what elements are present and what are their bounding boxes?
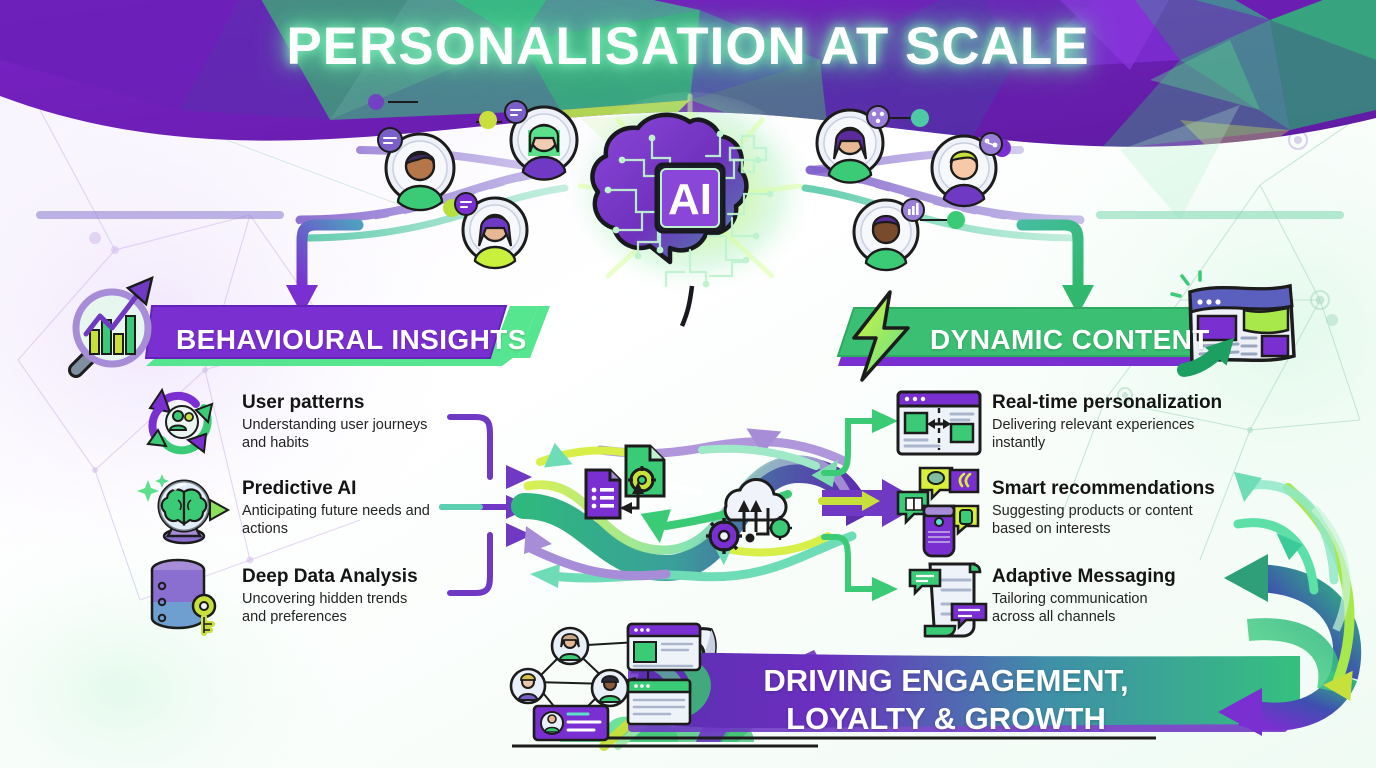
feature-title: Real-time personalization [992,392,1223,413]
arrow-to-dynamic [1016,219,1094,315]
webpage-icon [1170,270,1296,377]
banner-bottom-line2: LOYALTY & GROWTH [786,701,1106,736]
feedback-loop-arrows [1218,472,1362,736]
browser-layout-icon [896,390,982,456]
crystal-ball-brain-icon [137,474,231,545]
feature-deep-data-analysis: Deep Data Analysis Uncovering hidden tre… [242,566,432,626]
feature-subtitle: Delivering relevant experiences instantl… [992,417,1195,451]
feature-title: Predictive AI [242,478,357,499]
feature-title: Adaptive Messaging [992,566,1176,587]
feature-user-patterns: User patterns Understanding user journey… [242,392,454,452]
page-title: PERSONALISATION AT SCALE [286,17,1090,76]
ai-brain-circuit-icon: AI [562,92,818,327]
avatar-3 [454,192,529,270]
magnifier-chart-icon [68,275,154,378]
feature-subtitle: Anticipating future needs and actions [242,503,430,537]
database-key-icon [150,558,217,636]
avatar-5 [930,132,1003,208]
smart-speaker-chat-icon [896,466,980,558]
feature-smart-recommendations: Smart recommendations Suggesting product… [992,478,1222,538]
avatar-6 [852,198,925,272]
banner-behavioural-label: BEHAVIOURAL INSIGHTS [176,324,527,355]
feature-title: User patterns [242,392,365,413]
avatar-2 [504,100,579,181]
feature-title: Deep Data Analysis [242,566,418,587]
banner-driving-engagement [600,652,1300,740]
feature-adaptive-messaging: Adaptive Messaging Tailoring communicati… [992,566,1176,626]
banner-bottom-label: DRIVING ENGAGEMENT, LOYALTY & GROWTH [666,662,1226,738]
document-chat-icon [908,562,988,638]
document-gear-icon [584,444,666,520]
banner-dynamic-label: DYNAMIC CONTENT [930,324,1210,355]
lightning-bolt-icon [852,290,910,382]
ai-chip-label: AI [668,175,712,224]
feature-subtitle: Tailoring communication across all chann… [992,591,1148,625]
cycle-users-icon [146,387,214,455]
arrow-to-behavioural [286,219,364,315]
banner-bottom-line1: DRIVING ENGAGEMENT, [763,663,1129,698]
feature-subtitle: Uncovering hidden trends and preferences [242,591,408,625]
user-network-icon [509,622,702,742]
feature-subtitle: Suggesting products or content based on … [992,503,1193,537]
feature-subtitle: Understanding user journeys and habits [242,417,428,451]
cloud-gear-icon [706,478,792,554]
avatar-1 [377,127,456,212]
feature-title: Smart recommendations [992,478,1215,499]
feature-predictive-ai: Predictive AI Anticipating future needs … [242,478,432,538]
avatar-4 [815,105,890,184]
feature-real-time-personalization: Real-time personalization Delivering rel… [992,392,1222,452]
